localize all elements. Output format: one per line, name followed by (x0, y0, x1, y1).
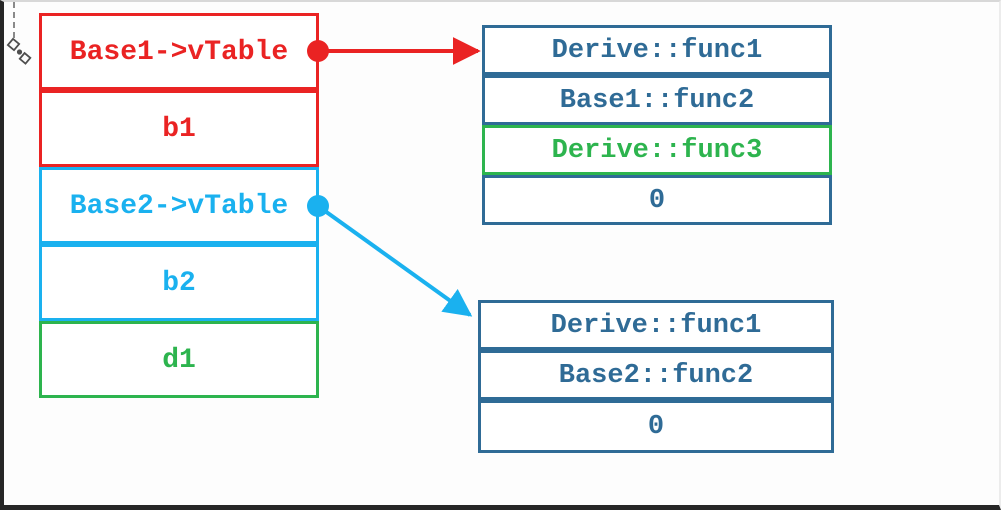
memory-row-b1: b1 (39, 90, 319, 167)
selection-handle-icon (6, 37, 32, 65)
vtable1-slot-derive-func1: Derive::func1 (482, 25, 832, 75)
base2-vtable-box: Derive::func1 Base2::func2 0 (478, 300, 834, 453)
vtable2-slot-derive-func1: Derive::func1 (478, 300, 834, 350)
dashed-anchor-line (13, 2, 15, 38)
memory-row-base2-vtable-ptr: Base2->vTable (39, 167, 319, 244)
base2-vtable-pointer-arrow (316, 204, 473, 317)
vtable1-slot-base1-func2: Base1::func2 (482, 75, 832, 125)
derive-object-memory-box: Base1->vTable b1 Base2->vTable b2 d1 (39, 13, 319, 398)
base1-vtable-box: Derive::func1 Base1::func2 Derive::func3… (482, 25, 832, 225)
memory-row-d1: d1 (39, 321, 319, 398)
vtable1-slot-derive-func3: Derive::func3 (482, 125, 832, 175)
vtable2-slot-null: 0 (478, 400, 834, 453)
vtable2-slot-base2-func2: Base2::func2 (478, 350, 834, 400)
memory-row-b2: b2 (39, 244, 319, 321)
memory-row-base1-vtable-ptr: Base1->vTable (39, 13, 319, 90)
vtable1-slot-null: 0 (482, 175, 832, 225)
